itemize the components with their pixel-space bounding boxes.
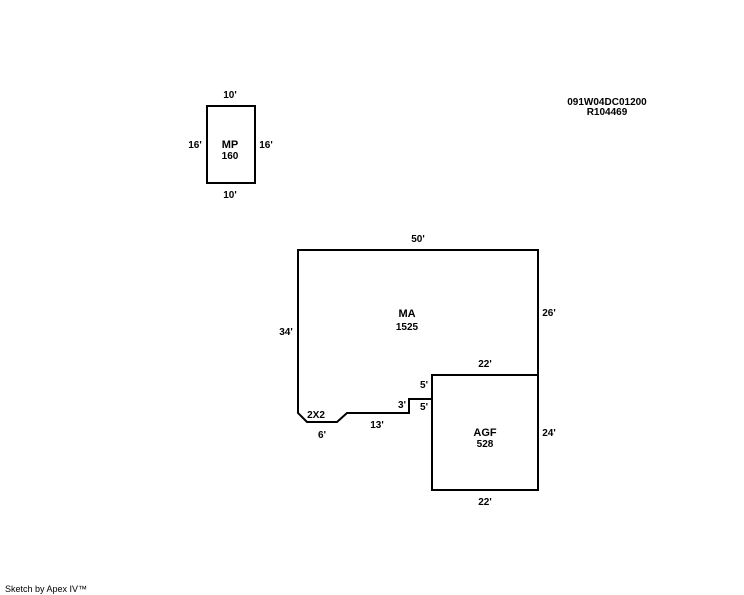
ma-dim-step: 3': [398, 400, 406, 411]
agf-area: 528: [477, 439, 494, 450]
ma-dim-top: 50': [411, 234, 425, 245]
ma-corner-label: 2X2: [307, 410, 325, 421]
mp-outline: [206, 105, 256, 184]
agf-dim-right: 24': [542, 428, 556, 439]
mp-dim-right: 16': [259, 140, 273, 151]
parcel-id: 091W04DC01200: [567, 97, 647, 108]
ma-dim-bottom-mid: 13': [370, 420, 384, 431]
mp-dim-top: 10': [223, 90, 237, 101]
ma-dim-bottom-left: 6': [318, 430, 326, 441]
mp-label: MP: [222, 139, 239, 151]
mp-dim-bottom: 10': [223, 190, 237, 201]
ma-label: MA: [398, 308, 415, 320]
agf-dim-top: 22': [478, 359, 492, 370]
ma-outline: [297, 249, 539, 423]
mp-dim-left: 16': [188, 140, 202, 151]
ma-dim-notch-lower: 5': [420, 402, 428, 413]
agf-dim-bottom: 22': [478, 497, 492, 508]
agf-label: AGF: [473, 427, 497, 439]
mp-area: 160: [222, 151, 239, 162]
sketch-credit: Sketch by Apex IV™: [5, 584, 87, 594]
ma-area: 1525: [396, 322, 419, 333]
account-number: R104469: [587, 107, 628, 118]
ma-dim-right: 26': [542, 308, 556, 319]
ma-dim-notch-upper: 5': [420, 380, 428, 391]
agf-outline: [431, 374, 539, 491]
ma-dim-left: 34': [279, 327, 293, 338]
